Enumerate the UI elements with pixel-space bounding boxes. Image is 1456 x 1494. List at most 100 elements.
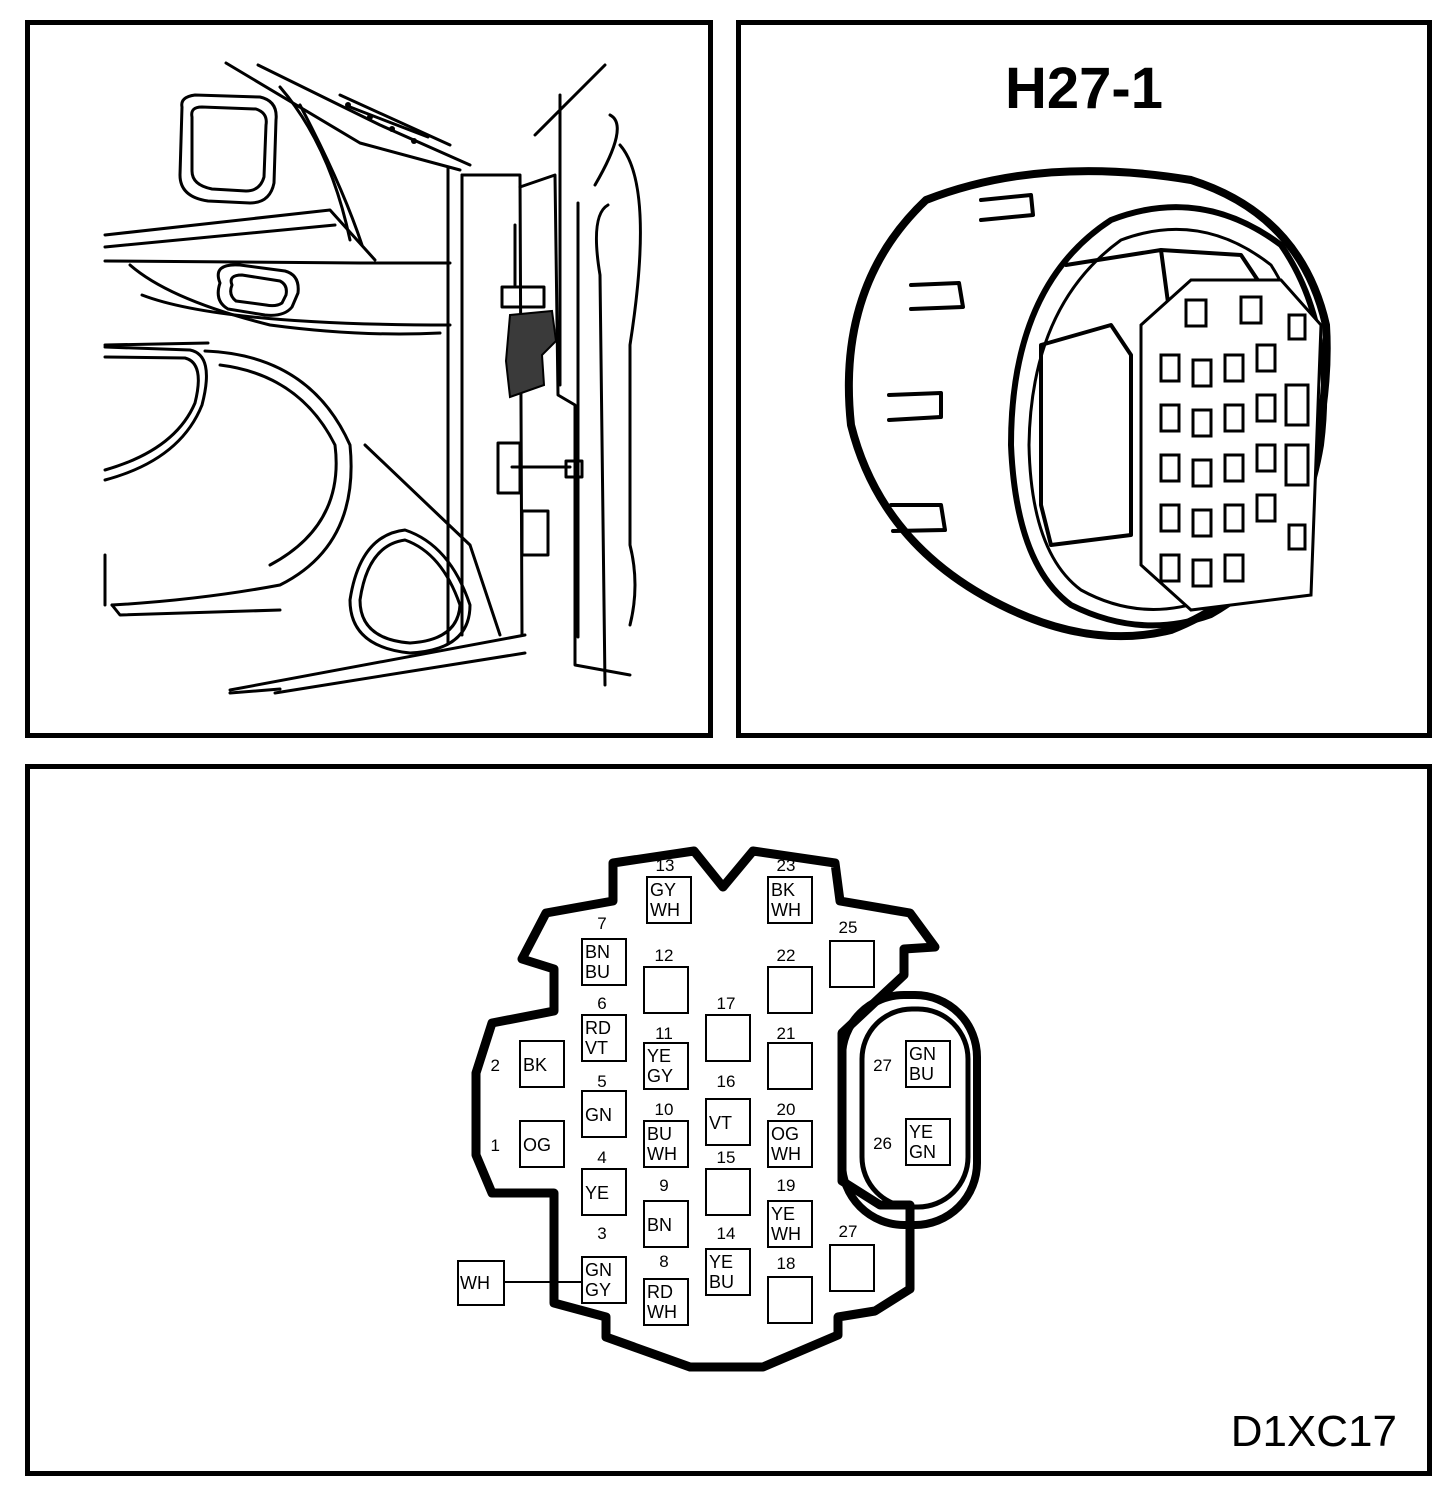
splice-box: WH [457,1260,505,1306]
side-housing-outer [838,991,981,1229]
pin-wire-color: BK [771,880,795,900]
pin-box [705,1098,751,1146]
door-pillar-illustration [103,61,642,695]
pin-number: 26 [873,1134,892,1153]
pin-wire-color: GY [647,1066,673,1086]
pin-box [705,1168,751,1216]
pin-wire-color: GN [585,1105,612,1125]
pin-wire-color: BU [585,962,610,982]
pin-number: 22 [777,946,796,965]
connector-location-marker [504,309,558,399]
pin-cavity: 15 [705,1148,751,1216]
pin-box [829,940,875,988]
pin-box [581,1014,627,1062]
pin-box [705,1014,751,1062]
pin-wire-color: VT [709,1113,732,1133]
splice-label: WH [460,1273,490,1293]
pin-cavity: 18 [767,1254,813,1324]
location-illustration-panel [25,20,713,738]
pin-box [643,1200,689,1248]
pin-wire-color: WH [647,1144,677,1164]
pin-box [581,1090,627,1138]
pin-wire-color: WH [647,1302,677,1322]
pin-wire-color: OG [771,1124,799,1144]
pin-box [581,938,627,986]
pin-box [519,1120,565,1168]
pin-number: 14 [717,1224,736,1243]
pin-wire-color: GN [909,1142,936,1162]
pin-wire-color: WH [771,1224,801,1244]
pin-cavity: 9BN [643,1176,689,1248]
pin-wire-color: YE [709,1252,733,1272]
pin-cavity: 27 [829,1222,875,1292]
pin-number: 2 [491,1056,500,1075]
pin-wire-color: WH [650,900,680,920]
pin-box [767,1042,813,1090]
pin-box [643,1278,689,1326]
pin-wire-color: YE [585,1183,609,1203]
pin-number: 4 [597,1148,606,1167]
pin-wire-color: BU [709,1272,734,1292]
pin-wire-color: GN [585,1260,612,1280]
pin-wire-color: YE [771,1204,795,1224]
pin-box [767,876,813,924]
pin-cavity: 4YE [581,1148,627,1216]
pin-number: 10 [655,1100,674,1119]
connector-perspective-illustration [844,167,1331,641]
pin-box [643,1120,689,1168]
pin-number: 9 [659,1176,668,1195]
connector-outline [471,846,940,1372]
pin-cavity: 12 [643,946,689,1014]
pin-box [581,1168,627,1216]
connector-title: H27-1 [1005,56,1163,121]
pin-wire-color: GY [585,1280,611,1300]
pin-number: 7 [597,914,606,933]
pin-number: 13 [656,856,675,875]
pin-number: 27 [873,1056,892,1075]
pin-wire-color: GN [909,1044,936,1064]
pin-number: 6 [597,994,606,1013]
pin-number: 17 [717,994,736,1013]
pin-cavity: 21 [767,1024,813,1090]
pin-cavity: 25 [829,918,875,988]
pin-wire-color: GY [650,880,676,900]
pin-cavity: 5GN [581,1072,627,1138]
pin-wire-color: VT [585,1038,608,1058]
pin-number: 8 [659,1252,668,1271]
pin-wire-color: BU [647,1124,672,1144]
pin-wire-color: BN [585,942,610,962]
pin-box [767,1200,813,1248]
pin-wire-color: YE [909,1122,933,1142]
pin-box [643,1042,689,1090]
pin-wire-color: WH [771,900,801,920]
pin-box [905,1040,951,1088]
pin-cavity: 17 [705,994,751,1062]
pin-wire-color: RD [585,1018,611,1038]
pin-number: 1 [491,1136,500,1155]
pin-box [767,1276,813,1324]
pin-wire-color: OG [523,1135,551,1155]
pin-number: 16 [717,1072,736,1091]
pin-box [643,966,689,1014]
side-housing-inner [859,1006,971,1210]
pin-box [581,1256,627,1304]
pin-cavity: 22 [767,946,813,1014]
pin-box [829,1244,875,1292]
pin-number: 19 [777,1176,796,1195]
pin-wire-color: WH [771,1144,801,1164]
pin-number: 27 [839,1222,858,1241]
pin-number: 21 [777,1024,796,1043]
pin-number: 20 [777,1100,796,1119]
pin-box [705,1248,751,1296]
